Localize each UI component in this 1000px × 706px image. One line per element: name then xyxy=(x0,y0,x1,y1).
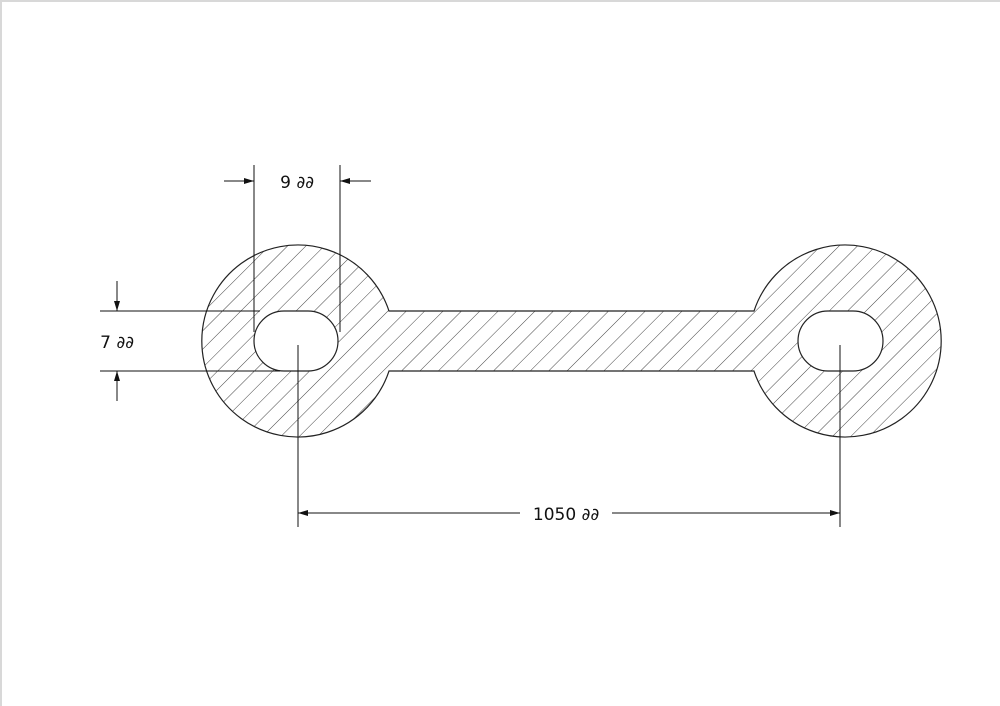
dimension-slot-width xyxy=(224,165,371,332)
left-slot xyxy=(253,310,339,372)
slot-width-label: 9 ∂∂ xyxy=(280,173,314,193)
part-outline xyxy=(201,244,942,438)
link-part xyxy=(201,244,942,438)
center-distance-label: 1050 ∂∂ xyxy=(533,505,599,525)
slot-height-label: 7 ∂∂ xyxy=(100,333,134,353)
dimension-center-distance xyxy=(297,345,841,527)
dimension-slot-height xyxy=(100,281,280,401)
